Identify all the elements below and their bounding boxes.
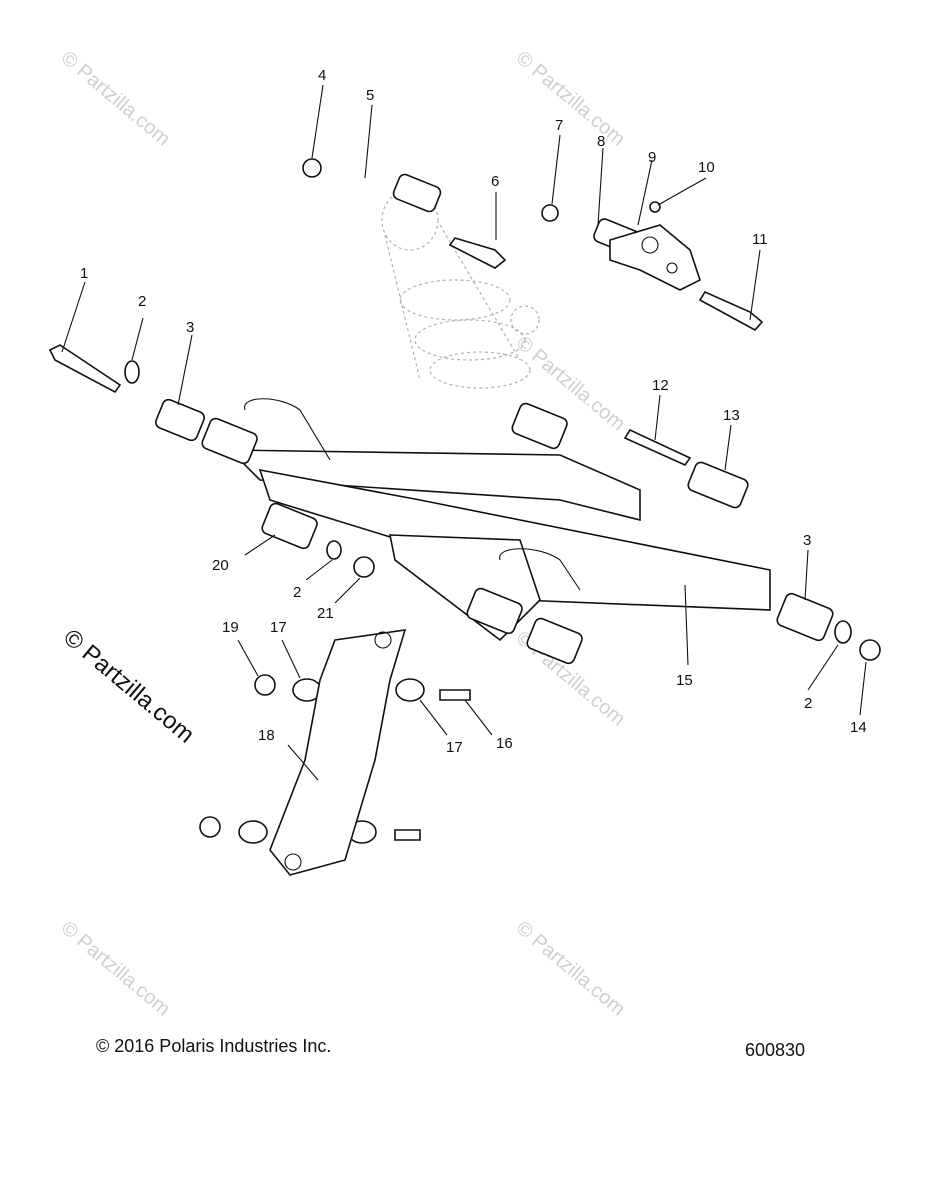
callout-5: 5 xyxy=(366,87,374,104)
bushing-3-right xyxy=(776,592,834,642)
bolt-12 xyxy=(623,428,692,466)
nut-4 xyxy=(302,158,322,178)
bolt-lower xyxy=(394,829,421,841)
nut-14 xyxy=(859,639,881,661)
callout-2-mid: 2 xyxy=(293,584,301,601)
callout-8: 8 xyxy=(597,133,605,150)
washer-17-right xyxy=(395,678,425,702)
callout-17-top: 17 xyxy=(270,619,287,636)
callout-18: 18 xyxy=(258,727,275,744)
bolts-group xyxy=(48,237,764,841)
bushing-tube xyxy=(511,402,568,450)
callout-13: 13 xyxy=(723,407,740,424)
nut-19 xyxy=(254,674,276,696)
nut-21 xyxy=(353,556,375,578)
bushing-3-left xyxy=(154,398,206,442)
callout-labels: 1 2 3 4 5 6 7 8 9 10 11 12 13 3 20 2 21 … xyxy=(80,67,867,756)
bolt-16 xyxy=(439,689,471,701)
washer-lower-left xyxy=(238,820,268,844)
callout-16: 16 xyxy=(496,735,513,752)
washer-2-right xyxy=(834,620,852,644)
bushing-13 xyxy=(687,461,749,509)
bushing-tube xyxy=(201,417,258,465)
callout-2: 2 xyxy=(138,293,146,310)
callout-12: 12 xyxy=(652,377,669,394)
nut-7 xyxy=(541,204,559,222)
callout-7: 7 xyxy=(555,117,563,134)
callout-3: 3 xyxy=(186,319,194,336)
nuts-washers-group xyxy=(124,158,881,844)
callout-20: 20 xyxy=(212,557,229,574)
bolt-11 xyxy=(698,290,764,332)
copyright-text: © 2016 Polaris Industries Inc. xyxy=(96,1036,332,1056)
washer-2-mid xyxy=(326,540,342,560)
watermark-text: © Partzilla.com xyxy=(512,47,629,150)
watermark-text: © Partzilla.com xyxy=(512,917,629,1020)
callout-2-right: 2 xyxy=(804,695,812,712)
watermark-text: © Partzilla.com xyxy=(57,917,174,1020)
nut-lower xyxy=(199,816,221,838)
callout-11: 11 xyxy=(752,231,768,248)
bolt-6 xyxy=(448,237,507,269)
callout-10: 10 xyxy=(698,159,715,176)
callout-1: 1 xyxy=(80,265,88,282)
spacer-5 xyxy=(392,173,442,213)
callout-9: 9 xyxy=(648,149,656,166)
callout-3-right: 3 xyxy=(803,532,811,549)
washer-2-left xyxy=(124,360,140,384)
callout-15: 15 xyxy=(676,672,693,689)
bushing-20 xyxy=(261,502,318,550)
watermark-text-prominent: © Partzilla.com xyxy=(58,624,199,749)
bracket-9 xyxy=(609,224,701,291)
callout-14: 14 xyxy=(850,719,867,736)
grease-fitting-10 xyxy=(649,201,661,213)
bushings-group xyxy=(154,173,834,665)
limiter-strap-18 xyxy=(269,629,407,876)
a-arm-frame xyxy=(228,398,771,642)
callout-4: 4 xyxy=(318,67,326,84)
shock-absorber-ghost xyxy=(381,189,540,389)
diagram-number: 600830 xyxy=(745,1040,806,1060)
callout-6: 6 xyxy=(491,173,499,190)
callout-19: 19 xyxy=(222,619,239,636)
callout-21: 21 xyxy=(317,605,334,622)
bushing-tube xyxy=(526,617,583,665)
leader-lines xyxy=(61,84,867,781)
watermark-text: © Partzilla.com xyxy=(57,47,174,150)
callout-17-bottom: 17 xyxy=(446,739,463,756)
bolt-1 xyxy=(48,344,122,394)
bushing-tube xyxy=(466,587,523,635)
